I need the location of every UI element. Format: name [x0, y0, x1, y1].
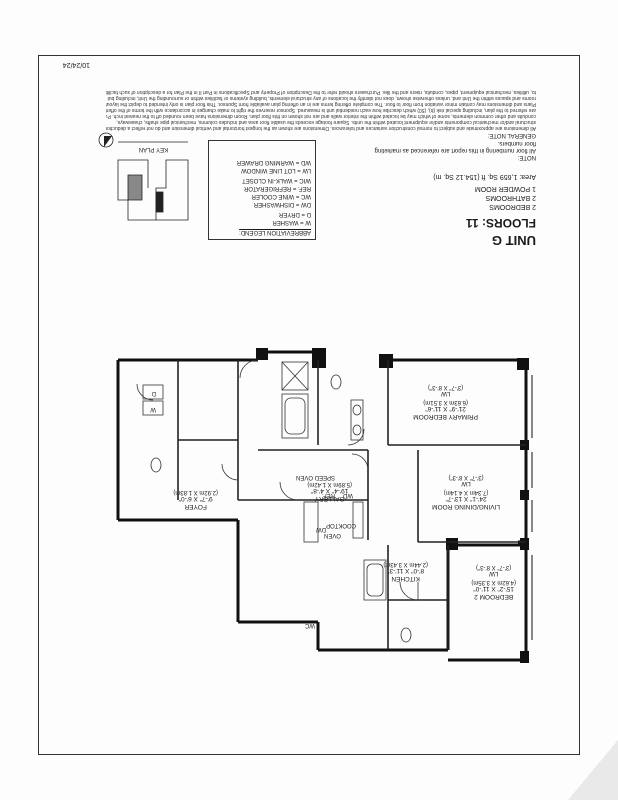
doors — [136, 359, 419, 601]
fixtures-drawings — [142, 361, 412, 643]
room-metric: (6.63m X 3.51m) — [423, 399, 468, 405]
foyer-label: FOYER 9'-7" X 6'-0" (2.92m X 1.83m) — [173, 488, 218, 510]
interior-walls — [177, 360, 526, 650]
page-border — [38, 55, 580, 755]
key-plan-outline — [117, 141, 189, 221]
room-name: BEDROOM 2 — [474, 593, 514, 600]
washer-label: W — [150, 406, 156, 412]
room-dim: 24'-1" X 13'-7" — [445, 495, 487, 503]
ref-label: REF. — [321, 492, 335, 498]
page-curl — [568, 740, 618, 800]
room-lw-dim: (3'-7" X 8'-3") — [428, 384, 464, 390]
room-metric: (2.92m X 1.83m) — [173, 489, 218, 495]
bedroom-2-label: BEDROOM 2 15'-2" X 11'-0" (4.62m X 3.35m… — [471, 563, 516, 600]
room-name: FOYER — [184, 503, 207, 510]
room-metric: (2.44m X 3.43m) — [383, 561, 428, 567]
room-name: PRIMARY BEDROOM — [413, 413, 478, 420]
kitchen-label: KITCHEN 8'-0" X 11'-3" (2.44m X 3.43m) — [383, 560, 428, 582]
north-arrow-icon — [98, 132, 114, 148]
primary-bedroom-label: PRIMARY BEDROOM 21'-9" X 11'-6" (6.63m X… — [413, 383, 478, 420]
room-dim: 9'-7" X 6'-0" — [178, 495, 213, 503]
wd-label: WD — [343, 492, 353, 498]
dryer-label: D — [151, 390, 156, 396]
room-dim: 8'-0" X 11'-3" — [387, 567, 425, 575]
room-name: LIVING/DINING ROOM — [432, 503, 500, 510]
room-name: KITCHEN — [391, 575, 420, 582]
wc-label: WC — [305, 622, 315, 628]
room-lw: LW — [440, 390, 451, 398]
speed-oven-label: SPEED OVEN — [295, 474, 335, 480]
living-dining-label: LIVING/DINING ROOM 24'-1" X 13'-7" (7.34… — [432, 473, 500, 510]
room-lw-dim: (3'-7" X 8'-3") — [476, 564, 512, 570]
room-lw: LW — [461, 480, 471, 488]
room-dim: 21'-9" X 11'-6" — [425, 405, 466, 413]
room-metric: (7.34m X 4.14m) — [443, 489, 489, 495]
cooktop-label: COOKTOP — [326, 522, 356, 528]
gallery-label: GALLERY 19'-4" X 4'-8" (5.89m X 1.42m) — [307, 480, 352, 502]
room-metric: (5.89m X 1.42m) — [307, 481, 352, 487]
room-lw-dim: (3'-7" X 8'-3") — [448, 474, 484, 480]
room-lw: LW — [489, 570, 499, 578]
oven-label: OVEN — [323, 532, 341, 538]
room-dim: 15'-2" X 11'-0" — [473, 585, 514, 593]
room-metric: (4.62m X 3.35m) — [471, 579, 516, 585]
